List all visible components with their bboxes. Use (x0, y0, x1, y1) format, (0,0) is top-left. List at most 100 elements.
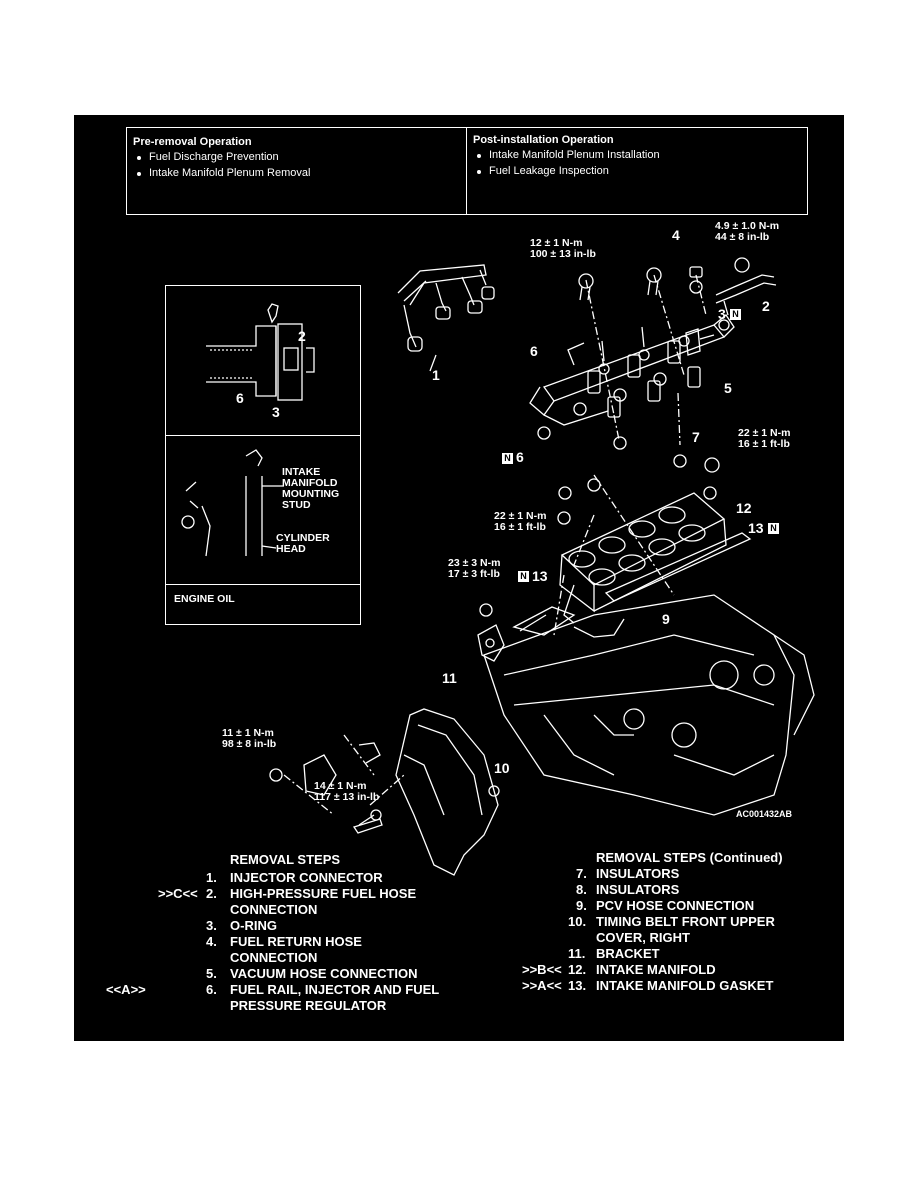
step-number: 5. (206, 966, 217, 981)
step-number: 10. (568, 914, 587, 929)
step-text: INTAKE MANIFOLD (596, 962, 716, 977)
step-number: 13. (568, 978, 587, 993)
step-marker: >>A<< (522, 978, 562, 993)
step-text: INJECTOR CONNECTOR (230, 870, 383, 885)
step-marker: <<A>> (106, 982, 146, 997)
step-text: HIGH-PRESSURE FUEL HOSE (230, 886, 417, 901)
torque-spec: 14 ± 1 N-m (314, 780, 367, 792)
pre-removal-item: Intake Manifold Plenum Removal (149, 167, 311, 179)
injector-harness-icon (397, 264, 495, 372)
fuel-hose-icon (715, 274, 777, 331)
post-installation-heading: Post-installation Operation (473, 134, 614, 146)
step-text: FUEL RAIL, INJECTOR AND FUEL (230, 982, 440, 997)
step-text: COVER, RIGHT (596, 930, 690, 945)
stud-label-line: INTAKE (282, 466, 321, 478)
bullet-icon (137, 156, 141, 160)
step-number: 11. (568, 946, 586, 961)
step-number: 1. (206, 870, 217, 885)
head-label-line: HEAD (276, 543, 306, 555)
callout-13b: 13 (532, 568, 548, 584)
stud-label-line: STUD (282, 499, 311, 511)
step-text: PCV HOSE CONNECTION (596, 898, 755, 913)
step-text: O-RING (230, 918, 277, 933)
step-text: VACUUM HOSE CONNECTION (230, 966, 418, 981)
callout-6b: 6 (516, 449, 524, 465)
callout-11: 11 (442, 670, 457, 686)
step-text: CONNECTION (230, 950, 318, 965)
bracket-icon (477, 624, 505, 662)
step-number: 2. (206, 886, 217, 901)
fuel-rail-icon (529, 314, 735, 426)
pre-removal-heading: Pre-removal Operation (133, 136, 252, 148)
step-number: 3. (206, 918, 217, 933)
intake-manifold-icon (559, 492, 727, 624)
inset-detail-box: 2 6 3 INTAKE MANIFOLD MOUNTING STUD CYLI… (165, 285, 361, 625)
torque-spec: 12 ± 1 N-m (530, 237, 583, 249)
torque-spec: 11 ± 1 N-m (222, 727, 274, 739)
exploded-view-drawing (269, 257, 815, 876)
torque-spec: 16 ± 1 ft-lb (738, 438, 790, 450)
operations-box: Pre-removal Operation Fuel Discharge Pre… (126, 127, 808, 215)
torque-spec: 98 ± 8 in-lb (222, 738, 277, 750)
engine-oil-label: ENGINE OIL (174, 593, 235, 605)
step-text: TIMING BELT FRONT UPPER (596, 914, 775, 929)
torque-spec: 17 ± 3 ft-lb (448, 568, 500, 580)
callout-5: 5 (724, 380, 732, 396)
n-mark-icon: N (768, 523, 779, 534)
bullet-icon (137, 172, 141, 176)
bullet-icon (477, 170, 481, 174)
callout-10: 10 (494, 760, 510, 776)
engine-block-icon (483, 594, 815, 816)
inset-separator (166, 435, 360, 436)
callout-2: 2 (762, 298, 770, 314)
removal-steps-continued-heading: REMOVAL STEPS (Continued) (596, 850, 783, 865)
step-number: 9. (576, 898, 587, 913)
post-installation-item: Fuel Leakage Inspection (489, 165, 609, 177)
torque-spec: 22 ± 1 N-m (738, 427, 791, 439)
inset-callout: 3 (272, 404, 280, 420)
step-text: CONNECTION (230, 902, 318, 917)
callout-12: 12 (736, 500, 752, 516)
step-number: 7. (576, 866, 587, 881)
callout-1: 1 (432, 367, 440, 383)
step-number: 8. (576, 882, 587, 897)
timing-belt-cover-icon (395, 708, 500, 876)
figure-panel: Pre-removal Operation Fuel Discharge Pre… (74, 115, 844, 1041)
figure-code: AC001432AB (736, 809, 793, 819)
torque-spec: 44 ± 8 in-lb (715, 231, 770, 243)
inset-drawing (181, 303, 315, 557)
pcv-hose-icon (573, 618, 625, 638)
callout-13: 13 (748, 520, 764, 536)
stud-label-line: MANIFOLD (282, 477, 338, 489)
callout-9: 9 (662, 611, 670, 627)
callout-7: 7 (692, 429, 700, 445)
step-number: 4. (206, 934, 217, 949)
inset-callout: 6 (236, 390, 244, 406)
step-text: INSULATORS (596, 882, 680, 897)
callout-4: 4 (672, 227, 680, 243)
inset-callout: 2 (298, 328, 306, 344)
torque-spec: 22 ± 1 N-m (494, 510, 547, 522)
n-mark-icon: N (518, 571, 529, 582)
torque-spec: 100 ± 13 in-lb (530, 248, 596, 260)
step-text: INTAKE MANIFOLD GASKET (596, 978, 774, 993)
operations-divider (466, 128, 467, 214)
inset-separator (166, 584, 360, 585)
gasket-icon (512, 532, 752, 636)
head-label-line: CYLINDER (276, 532, 330, 544)
callout-6: 6 (530, 343, 538, 359)
step-text: INSULATORS (596, 866, 680, 881)
step-number: 6. (206, 982, 217, 997)
step-number: 12. (568, 962, 587, 977)
pre-removal-item: Fuel Discharge Prevention (149, 151, 279, 163)
step-marker: >>B<< (522, 962, 562, 977)
torque-spec: 16 ± 1 ft-lb (494, 521, 546, 533)
post-installation-item: Intake Manifold Plenum Installation (489, 149, 660, 161)
step-marker: >>C<< (158, 886, 198, 901)
callout-3: 3 (718, 306, 726, 322)
step-text: BRACKET (596, 946, 660, 961)
removal-steps-heading: REMOVAL STEPS (230, 852, 341, 867)
stud-label-line: MOUNTING (282, 488, 340, 500)
torque-spec: 117 ± 13 in-lb (314, 791, 380, 803)
torque-spec: 4.9 ± 1.0 N-m (715, 220, 780, 232)
